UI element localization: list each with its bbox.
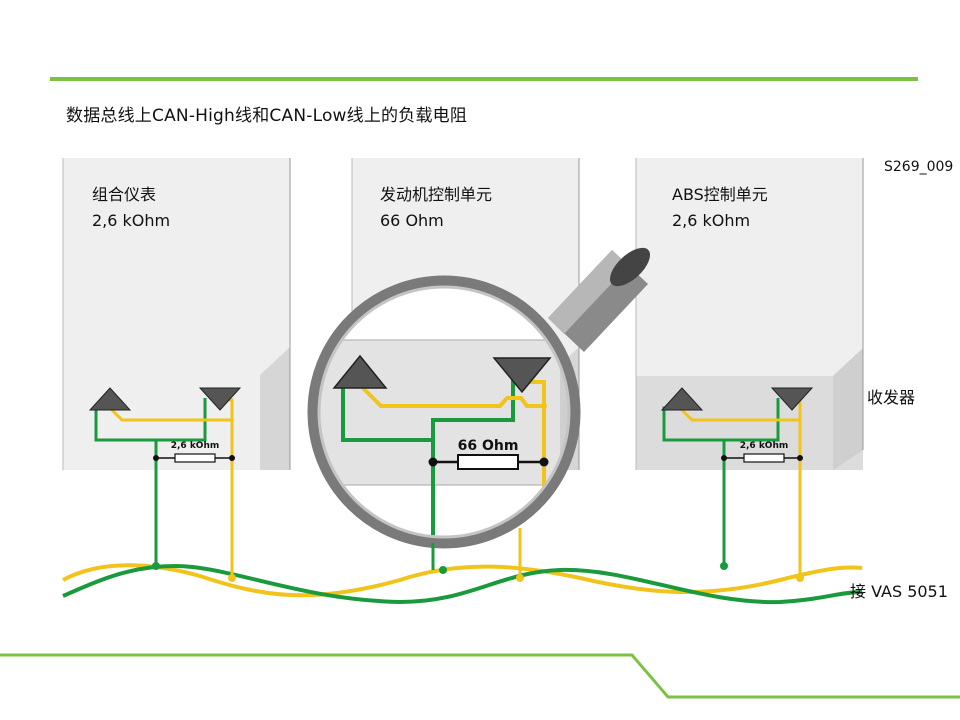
page-title: 数据总线上CAN-High线和CAN-Low线上的负载电阻 <box>66 106 468 126</box>
magnifier-lens: 66 Ohm <box>307 275 581 549</box>
unit-resistance: 66 Ohm <box>380 211 444 230</box>
transmitter-triangle <box>332 354 388 389</box>
figure-id: S269_009 <box>884 159 954 175</box>
can-high-bus-wire <box>62 563 863 605</box>
unit-label-engine-control: 发动机控制单元 66 Ohm <box>380 182 492 234</box>
receiver-triangle <box>492 357 552 394</box>
unit-resistance: 2,6 kOhm <box>92 211 171 230</box>
transmitter-triangle <box>660 387 704 411</box>
unit-wiring-instrument-cluster: 2,6 kOhm <box>88 387 242 582</box>
unit-label-abs-control: ABS控制单元 2,6 kOhm <box>672 182 768 234</box>
transceiver-label: 收发器 <box>867 388 916 407</box>
unit-resistance: 2,6 kOhm <box>672 211 751 230</box>
unit-wiring-engine-control <box>431 528 524 582</box>
resistor-label: 2,6 kOhm <box>171 441 220 451</box>
transmitter-triangle <box>88 387 132 411</box>
unit-name: 发动机控制单元 <box>380 185 493 204</box>
can-low-bus-wire <box>62 563 863 598</box>
receiver-triangle <box>770 387 814 411</box>
receiver-triangle <box>198 387 242 411</box>
resistor-label: 2,6 kOhm <box>740 441 789 451</box>
magnifier-handle <box>548 247 651 352</box>
unit-wiring-abs-control: 2,6 kOhm <box>660 387 814 582</box>
tester-label: 接 VAS 5051 <box>850 582 948 601</box>
unit-label-instrument-cluster: 组合仪表 2,6 kOhm <box>92 182 170 234</box>
unit-name: 组合仪表 <box>92 185 157 204</box>
unit-box-instrument-cluster <box>62 158 291 470</box>
bottom-divider <box>0 653 960 699</box>
unit-name: ABS控制单元 <box>672 185 768 204</box>
top-divider <box>50 77 918 81</box>
resistor-label: 66 Ohm <box>458 438 519 454</box>
